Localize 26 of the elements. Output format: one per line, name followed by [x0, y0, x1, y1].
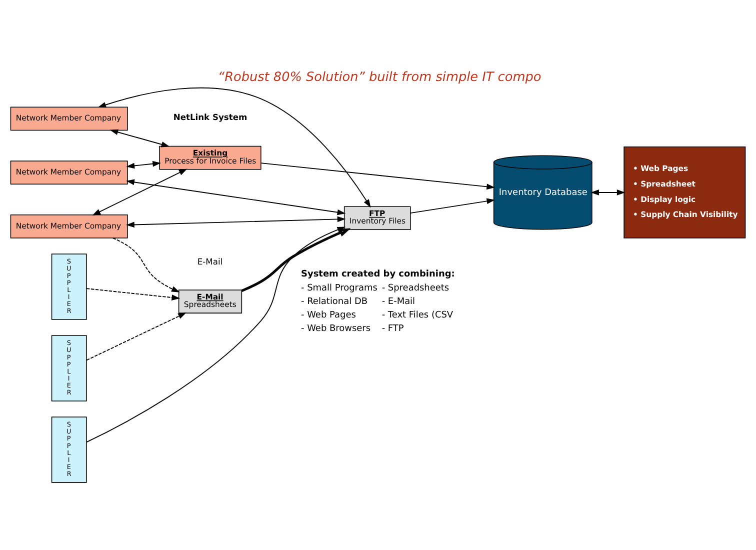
arrow: [126, 216, 346, 228]
arrow: [590, 189, 626, 195]
label: - Small Programs: [301, 283, 378, 294]
label: - FTP: [382, 324, 404, 334]
label: - Relational DB: [301, 296, 368, 307]
arrow: [110, 128, 170, 147]
arrow: [86, 288, 180, 300]
label: - Text Files (CSV: [382, 310, 454, 320]
label: NetLink System: [173, 112, 248, 122]
label: - Web Browsers: [301, 324, 371, 334]
arrow: [241, 228, 351, 292]
diagram-title: “Robust 80% Solution” built from simple IT compo: [218, 69, 542, 84]
label: System created by combining:: [301, 269, 455, 280]
arrow: [260, 162, 495, 190]
arrow: [126, 160, 161, 168]
arrow: [86, 312, 186, 360]
arrow: [112, 237, 180, 292]
arrow: [92, 168, 188, 215]
arrow: [126, 178, 346, 215]
arrow: [410, 198, 496, 214]
label: E-Mail: [197, 256, 223, 266]
label: - Web Pages: [301, 310, 356, 320]
label: - E-Mail: [382, 296, 416, 307]
label: - Spreadsheets: [382, 283, 450, 294]
arrow: [86, 226, 346, 442]
arrow: [98, 86, 371, 208]
